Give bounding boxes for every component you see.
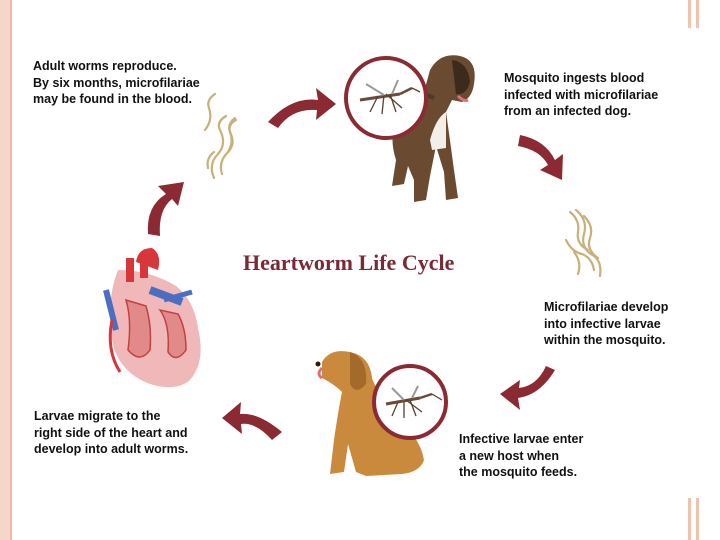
cycle-arrow-icon [148,182,184,236]
mosquito-circle-bottom [374,366,446,438]
cycle-arrow-icon [268,88,336,128]
cycle-arrow-icon [518,135,563,180]
cycle-arrow-icon [222,402,282,440]
step-caption-larvae-migrate: Larvae migrate to the right side of the … [34,408,188,458]
cycle-arrow-icon [500,366,555,410]
worm-icon [566,210,600,276]
step-caption-larvae-develop: Microfilariae develop into infective lar… [544,299,668,349]
diagram-title: Heartworm Life Cycle [243,250,454,276]
mosquito-circle-top [346,58,426,138]
step-caption-mosquito-ingests: Mosquito ingests blood infected with mic… [504,70,658,120]
step-caption-infective-enter: Infective larvae enter a new host when t… [459,431,583,481]
heart-icon [106,248,201,387]
step-caption-adult-reproduce: Adult worms reproduce. By six months, mi… [33,58,200,108]
worm-icon [205,94,236,178]
